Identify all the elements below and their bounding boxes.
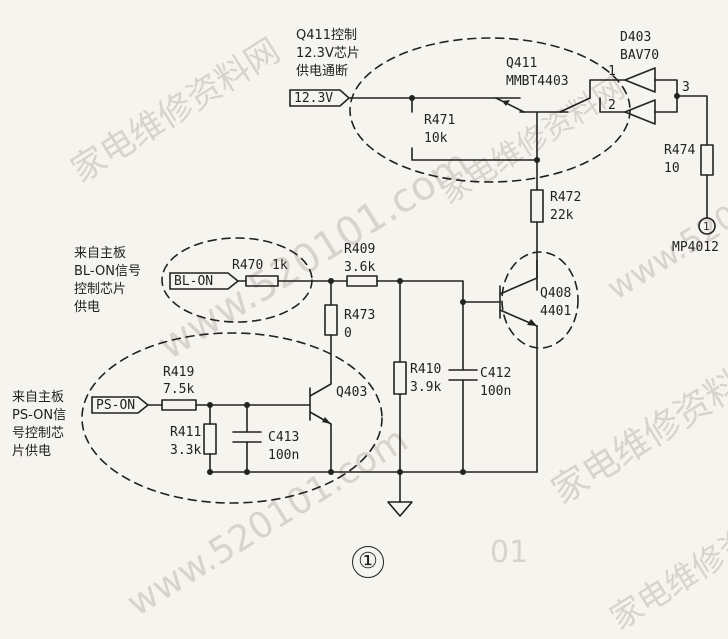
d403-pin2: 2 [608, 98, 616, 113]
r471-val: 10k [424, 131, 448, 146]
q408-part: 4401 [540, 304, 572, 319]
q411-ref: Q411 [506, 56, 538, 71]
q411-emitter [495, 97, 525, 113]
r411-ref: R411 [170, 425, 202, 440]
q403-collector [309, 369, 332, 397]
ps-note-line1: 来自主板 [12, 390, 65, 405]
r470-val: 1k [272, 258, 288, 273]
r419-val: 7.5k [163, 382, 195, 397]
c413-val: 100n [268, 448, 300, 463]
junction-d403 [674, 93, 680, 99]
r472-ref: R472 [550, 190, 582, 205]
wire-r409-to-q408 [376, 280, 501, 303]
c413-plates [232, 431, 262, 443]
r410-body [393, 361, 407, 395]
bl-note-line1: 来自主板 [74, 246, 127, 261]
ground-symbol [387, 501, 413, 517]
q411-emitter-arrow [502, 100, 510, 106]
r473-val: 0 [344, 326, 352, 341]
q408-emitter-arrow [527, 319, 537, 326]
q411-collector [559, 97, 591, 113]
q411-note-line1: Q411控制 [296, 28, 358, 43]
junction-q411-base [534, 157, 540, 163]
junction-12v-r471 [409, 95, 415, 101]
junction-ground-r411 [207, 469, 213, 475]
port-ps-on-label: PS-ON [96, 398, 136, 413]
q411-part: MMBT4403 [506, 74, 569, 89]
r419-ref: R419 [163, 365, 195, 380]
r409-body [346, 275, 378, 287]
junction-ground-q403 [328, 469, 334, 475]
r419-body [161, 399, 197, 411]
mp4012-terminal [698, 217, 716, 235]
r474-body [700, 144, 714, 176]
tag-ps-on-outline [91, 396, 150, 414]
q408-ref: Q408 [540, 286, 572, 301]
r470-ref: R470 [232, 258, 264, 273]
schematic-diagram [81, 37, 716, 517]
d403-diode-1 [624, 67, 656, 93]
junction-r411 [207, 402, 213, 408]
d403-part: BAV70 [620, 48, 660, 63]
c413-ref: C413 [268, 430, 300, 445]
wire-d403-out [654, 79, 708, 146]
q408-highlight-ellipse [501, 251, 579, 349]
tag-12v-outline [289, 89, 351, 107]
bl-note-line2: BL-ON信号 [74, 264, 141, 279]
r471-ref: R471 [424, 113, 456, 128]
wire-r471-bottom [411, 147, 538, 161]
c412-ref: C412 [480, 366, 512, 381]
wire-q411-collector [589, 79, 626, 99]
r474-val: 10 [664, 161, 680, 176]
figure-number: ① [352, 546, 384, 578]
r409-ref: R409 [344, 242, 376, 257]
r410-val: 3.9k [410, 380, 442, 395]
r473-ref: R473 [344, 308, 376, 323]
ps-on-highlight-ellipse [81, 332, 383, 504]
port-bl-on-label: BL-ON [174, 274, 214, 289]
q403-emitter-arrow [322, 417, 331, 424]
ps-note-line4: 片供电 [12, 444, 52, 459]
c412-val: 100n [480, 384, 512, 399]
r410-ref: R410 [410, 362, 442, 377]
junction-r470-r473 [328, 278, 334, 284]
junction-r409-r410 [397, 278, 403, 284]
r470-body [245, 275, 279, 287]
tag-bl-on-outline [169, 272, 240, 290]
mp4012-ref: MP4012 [672, 240, 719, 255]
ps-note-line3: 号控制芯 [12, 426, 65, 441]
c412-plates [448, 369, 478, 381]
r411-val: 3.3k [170, 443, 202, 458]
junction-c413 [244, 402, 250, 408]
bl-note-line4: 供电 [74, 300, 101, 315]
bl-on-highlight-ellipse [161, 237, 313, 323]
q403-ref: Q403 [336, 385, 368, 400]
q408-collector [499, 259, 538, 295]
port-12v-label: 12.3V [294, 91, 334, 106]
junction-ground-r410 [397, 469, 403, 475]
junction-ground-c413 [244, 469, 250, 475]
wire-d403-lower [599, 97, 626, 113]
bl-note-line3: 控制芯片 [74, 282, 127, 297]
d403-pin3: 3 [682, 80, 690, 95]
junction-ground-c412 [460, 469, 466, 475]
r472-body [530, 189, 544, 223]
ps-note-line2: PS-ON信 [12, 408, 67, 423]
r474-ref: R474 [664, 143, 696, 158]
r411-body [203, 423, 217, 455]
r472-val: 22k [550, 208, 574, 223]
d403-ref: D403 [620, 30, 652, 45]
r473-body [324, 304, 338, 336]
q411-note-line2: 12.3V芯片 [296, 46, 360, 61]
q411-note-line3: 供电通断 [296, 64, 349, 79]
r409-val: 3.6k [344, 260, 376, 275]
junction-c412 [460, 299, 466, 305]
mp4012-pin: 1 [703, 220, 710, 233]
d403-pin1: 1 [608, 64, 616, 79]
